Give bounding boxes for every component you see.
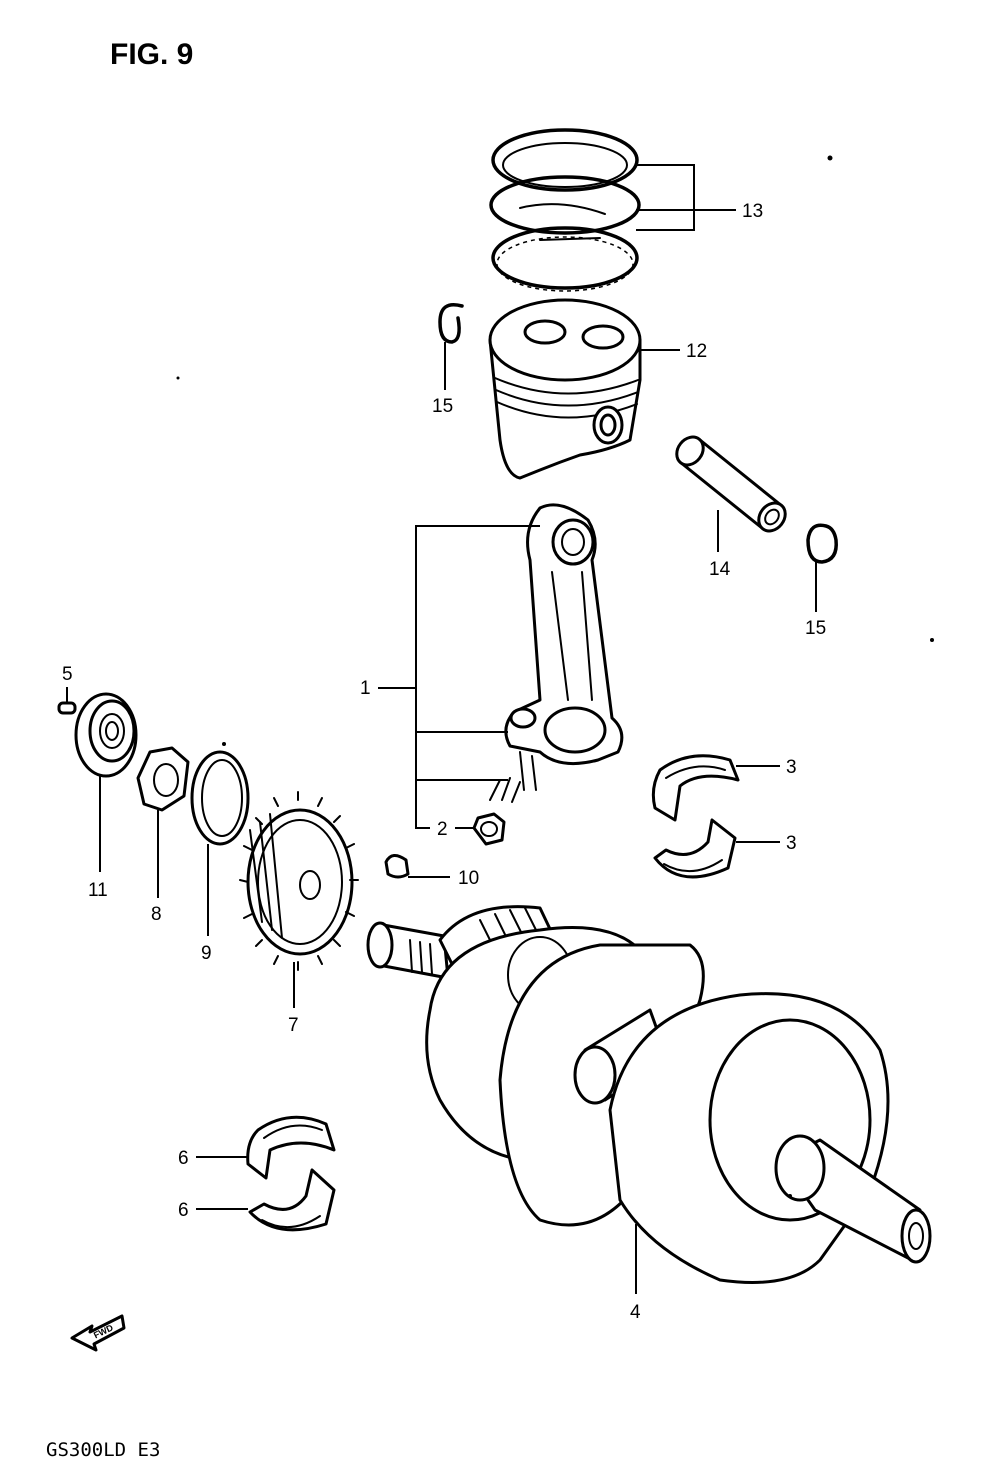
callout-9: 9 bbox=[201, 943, 212, 964]
forward-arrow-icon: FWD bbox=[70, 1314, 126, 1352]
circlip-left[interactable] bbox=[438, 303, 464, 344]
main-bearing-upper[interactable] bbox=[246, 1115, 336, 1180]
callout-14: 14 bbox=[709, 559, 731, 580]
callout-11: 11 bbox=[88, 880, 108, 901]
callout-8: 8 bbox=[151, 904, 162, 925]
woodruff-key[interactable] bbox=[384, 854, 410, 879]
connecting-rod[interactable] bbox=[504, 503, 624, 791]
crank-nut[interactable] bbox=[136, 746, 190, 812]
speck bbox=[176, 376, 180, 380]
figure-title: FIG. 9 bbox=[110, 38, 193, 71]
callout-15-left: 15 bbox=[432, 396, 453, 417]
callout-13: 13 bbox=[742, 201, 763, 222]
primary-drive-gear[interactable] bbox=[239, 791, 359, 971]
callout-3-lower: 3 bbox=[786, 833, 797, 854]
callout-labels: 13 12 15 14 15 1 2 3 3 10 5 11 8 9 7 6 6… bbox=[62, 201, 826, 1323]
conrod-bearing-upper[interactable] bbox=[651, 754, 740, 822]
callout-2: 2 bbox=[437, 819, 448, 840]
callout-5: 5 bbox=[62, 664, 73, 685]
callout-7: 7 bbox=[288, 1015, 299, 1036]
washer[interactable] bbox=[190, 750, 250, 846]
main-bearing-lower[interactable] bbox=[248, 1168, 336, 1232]
callout-12: 12 bbox=[686, 341, 707, 362]
callout-15-right: 15 bbox=[805, 618, 826, 639]
dowel-pin[interactable] bbox=[57, 701, 77, 715]
piston-pin[interactable] bbox=[671, 432, 790, 536]
leader-lines bbox=[66, 164, 817, 1294]
speck bbox=[222, 742, 226, 746]
callout-6-upper: 6 bbox=[178, 1148, 189, 1169]
conrod-bearing-lower[interactable] bbox=[653, 818, 737, 879]
speck bbox=[827, 155, 833, 161]
callout-10: 10 bbox=[458, 868, 479, 889]
callout-4: 4 bbox=[630, 1302, 641, 1323]
callout-1: 1 bbox=[360, 678, 371, 699]
callout-3-upper: 3 bbox=[786, 757, 797, 778]
circlip-right[interactable] bbox=[806, 523, 838, 564]
piston-rings[interactable] bbox=[489, 128, 641, 292]
model-code: GS300LD E3 bbox=[46, 1439, 160, 1461]
crankshaft[interactable] bbox=[366, 905, 932, 1284]
piston[interactable] bbox=[488, 298, 642, 480]
callout-6-lower: 6 bbox=[178, 1200, 189, 1221]
oil-seal[interactable] bbox=[74, 692, 138, 778]
speck bbox=[930, 638, 934, 642]
rod-nut[interactable] bbox=[472, 777, 521, 846]
